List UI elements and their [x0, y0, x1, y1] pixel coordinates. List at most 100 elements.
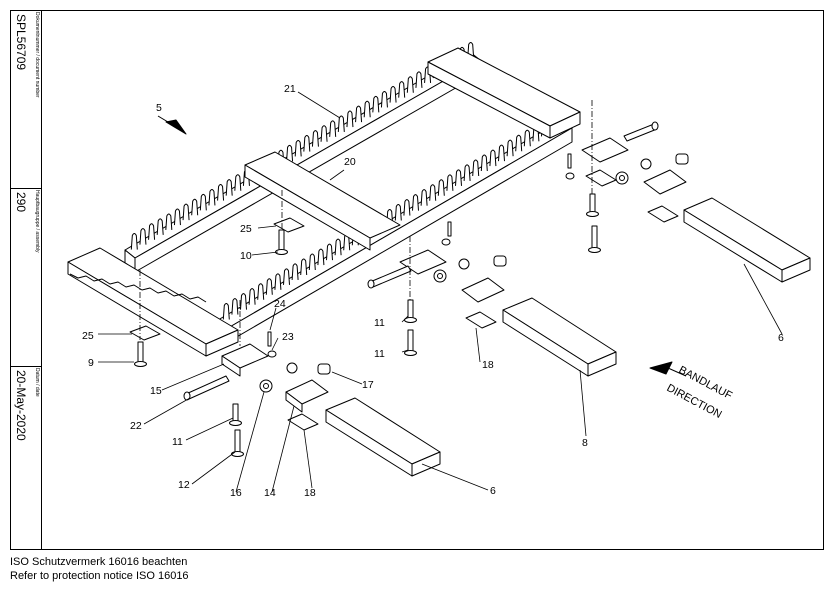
callout-11-center-upper: 11: [374, 317, 385, 329]
document-number: SPL56709: [14, 14, 28, 71]
beam-tooth: [191, 198, 199, 216]
beam-tooth: [291, 263, 299, 280]
beam-tooth: [480, 154, 488, 172]
callout-11-bottom: 11: [172, 436, 183, 448]
beam-tooth: [334, 238, 342, 256]
beam-tooth: [355, 105, 363, 123]
callout-22: 22: [130, 420, 142, 432]
beam-tooth: [248, 288, 256, 305]
beam-tooth: [372, 95, 380, 113]
right-end-plate: [427, 47, 581, 139]
callout-6-bottom: 6: [490, 485, 496, 497]
exploded-parts-drawing: 5 21 20 25 10 25 9 24 23 15 22 11 12 16 …: [67, 41, 811, 499]
beam-tooth: [346, 110, 354, 128]
beam-tooth: [420, 189, 428, 206]
beam-tooth: [222, 303, 230, 320]
plate-6-bottom: [325, 397, 441, 477]
plate-18-bottom: [287, 413, 319, 431]
date: 20-May-2020: [14, 370, 28, 441]
date-cell: 20-May-2020 Datum / date: [10, 366, 42, 550]
beam-tooth: [403, 199, 411, 216]
upper-toothed-beam: [124, 41, 481, 273]
beam-tooth: [156, 218, 164, 235]
callout-18-center: 18: [482, 359, 494, 371]
callout-16: 16: [230, 487, 242, 499]
beam-tooth: [130, 233, 138, 250]
bolts: [134, 193, 601, 457]
beam-tooth: [455, 169, 462, 186]
cross-block: [244, 151, 401, 251]
beam-tooth: [412, 194, 419, 211]
plate-25-lower: [129, 325, 161, 341]
callout-14: 14: [264, 487, 276, 499]
drawing-frame: [10, 10, 824, 550]
beam-tooth: [415, 71, 423, 88]
beam-tooth: [429, 184, 437, 201]
beam-tooth: [363, 100, 371, 118]
beam-tooth: [326, 243, 333, 261]
beam-tooth: [317, 248, 325, 266]
plate-8: [502, 297, 617, 377]
hinge-14: [285, 379, 329, 413]
callout-18-bottom: 18: [304, 487, 316, 499]
beam-tooth: [311, 130, 319, 147]
beam-tooth: [148, 223, 156, 240]
beam-tooth: [398, 81, 406, 98]
beam-tooth: [240, 293, 247, 310]
beam-tooth: [286, 144, 294, 162]
beam-tooth: [463, 164, 471, 181]
callout-23: 23: [282, 331, 294, 343]
protection-notice: ISO Schutzvermerk 16016 beachten Refer t…: [10, 555, 189, 583]
document-number-label: Dokumentnummer / document number: [34, 12, 40, 98]
callout-12: 12: [178, 479, 190, 491]
callout-24: 24: [274, 298, 286, 310]
beam-tooth: [234, 174, 242, 191]
beam-tooth: [406, 76, 414, 93]
title-block: SPL56709 Dokumentnummer / document numbe…: [10, 10, 42, 550]
beam-tooth: [217, 184, 225, 201]
callout-11-center-lower: 11: [374, 348, 385, 360]
beam-tooth: [380, 90, 388, 108]
plate-18-right: [647, 205, 679, 223]
plate-18-center: [465, 311, 497, 329]
assembly-cell: 290 Hauptbaugruppe / assembly: [10, 188, 42, 366]
beam-tooth: [231, 298, 239, 315]
beam-tooth: [225, 179, 233, 196]
beam-tooth: [199, 193, 207, 211]
callout-25-upper: 25: [240, 223, 252, 235]
plate-6-right: [683, 197, 811, 283]
beam-tooth: [394, 204, 402, 221]
beam-tooth: [498, 144, 505, 162]
long-pins: [183, 121, 659, 401]
callout-21: 21: [284, 83, 296, 95]
beam-tooth: [283, 268, 290, 285]
date-label: Datum / date: [34, 368, 40, 397]
beam-tooth: [515, 134, 523, 152]
beam-tooth: [265, 278, 273, 295]
beam-tooth: [173, 208, 181, 226]
callout-6-right: 6: [778, 332, 784, 344]
callout-5: 5: [156, 102, 162, 114]
beam-tooth: [165, 213, 173, 230]
beam-tooth: [208, 188, 216, 206]
plate-25-upper: [273, 217, 305, 233]
callout-25-lower: 25: [82, 330, 94, 342]
beam-tooth: [389, 86, 397, 103]
callout-10: 10: [240, 250, 252, 262]
beam-tooth: [446, 174, 454, 191]
assembly-lines: [139, 100, 593, 346]
callout-9: 9: [88, 357, 94, 369]
beam-tooth: [308, 253, 316, 271]
hinge-center: [399, 249, 505, 303]
beam-tooth: [489, 149, 497, 167]
left-end-plate: [67, 247, 239, 357]
callout-8: 8: [582, 437, 588, 449]
assembly-label: Hauptbaugruppe / assembly: [34, 190, 40, 253]
callout-20: 20: [344, 156, 356, 168]
beam-tooth: [182, 203, 190, 221]
beam-tooth: [437, 179, 445, 196]
washers-and-pins: [267, 153, 575, 358]
beam-tooth: [274, 273, 282, 290]
beam-tooth: [300, 258, 308, 276]
leader-lines: [98, 91, 783, 493]
